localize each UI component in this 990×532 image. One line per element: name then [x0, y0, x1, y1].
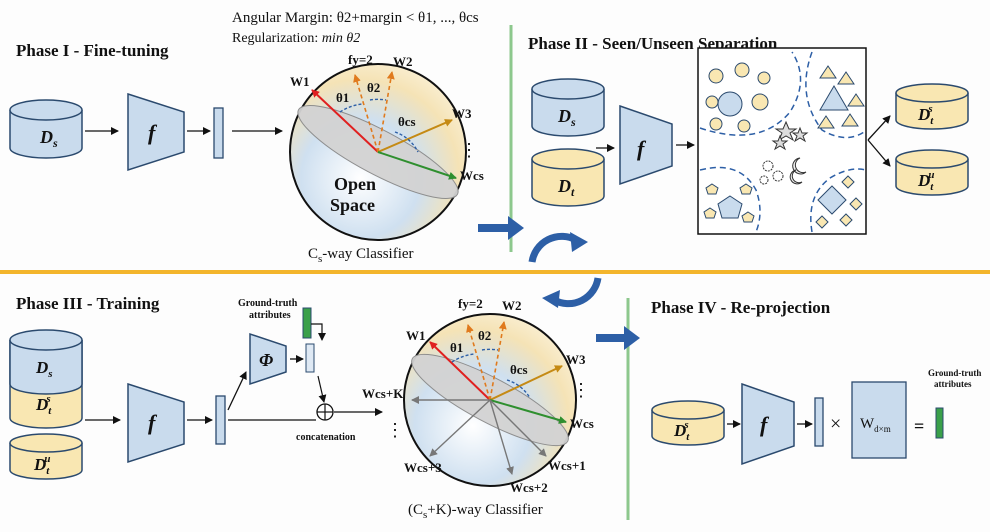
svg-text:⋮: ⋮ [386, 420, 404, 440]
svg-text:f: f [148, 120, 158, 145]
svg-text:θcs: θcs [510, 362, 528, 377]
svg-text:Wcs+3: Wcs+3 [404, 460, 442, 475]
dataset-dt-phase2: Dt [531, 148, 605, 207]
phase-1-title: Phase I - Fine-tuning [16, 41, 169, 60]
svg-text:attributes: attributes [249, 310, 291, 321]
svg-text:θ1: θ1 [336, 90, 349, 105]
svg-text:Wcs+K: Wcs+K [362, 386, 404, 401]
projected-vector-phase3 [305, 343, 315, 373]
equals-sign: = [914, 416, 924, 436]
caption-cs-classifier: Cs-way Classifier [308, 246, 414, 265]
svg-text:Dts: Dts [35, 393, 52, 417]
svg-text:Dts: Dts [917, 103, 934, 127]
svg-text:Dt: Dt [557, 176, 575, 199]
encoder-f-phase2: f [619, 104, 673, 186]
svg-text:⋮: ⋮ [460, 140, 478, 160]
gt-attributes-label-phase3: Ground-truth [238, 298, 298, 309]
svg-text:θcs: θcs [398, 114, 416, 129]
concat-operator [316, 403, 334, 421]
angular-margin-note: Angular Margin: θ2+margin < θ1, ..., θcs [232, 10, 479, 26]
gt-attribute-vector-phase3 [302, 307, 312, 339]
multiply-sign: × [830, 413, 841, 435]
svg-text:f: f [637, 136, 647, 161]
feature-space-clusters [697, 47, 867, 235]
phase-3-title: Phase III - Training [16, 294, 160, 313]
svg-text:Dts: Dts [673, 419, 690, 443]
feature-vector-phase3 [215, 395, 226, 445]
feature-vector-phase4 [814, 397, 824, 447]
dataset-ds-phase2: Ds [531, 78, 605, 137]
svg-text:Wcs+2: Wcs+2 [510, 480, 548, 495]
svg-text:W3: W3 [566, 352, 586, 367]
svg-text:θ1: θ1 [450, 340, 463, 355]
projection-matrix: Wd×m [851, 381, 907, 459]
encoder-phi: Φ [249, 332, 287, 386]
dataset-ds-phase1: Ds [9, 99, 83, 159]
svg-text:Space: Space [330, 195, 375, 215]
dataset-dtu-phase2: Dtu [895, 149, 969, 196]
cycle-arrows [528, 232, 602, 308]
svg-text:W3: W3 [452, 106, 472, 121]
regularization-note: Regularization: min θ2 [232, 31, 360, 46]
svg-text:Wcs: Wcs [570, 416, 594, 431]
svg-text:W2: W2 [393, 54, 413, 69]
svg-text:Ds: Ds [557, 106, 576, 129]
caption-cs-plus-k-classifier: (Cs+K)-way Classifier [408, 502, 543, 521]
svg-text:Φ: Φ [259, 350, 273, 370]
encoder-f-phase1: f [127, 92, 185, 172]
dataset-dts-phase2: Dts [895, 83, 969, 130]
svg-text:W2: W2 [502, 298, 522, 313]
gt-attribute-vector-phase4 [935, 407, 944, 439]
svg-text:fy=2: fy=2 [458, 296, 483, 311]
concatenation-label: concatenation [296, 432, 356, 443]
arrow-to-phase2 [478, 216, 524, 240]
svg-text:⋮: ⋮ [572, 380, 590, 400]
feature-vector-phase1 [213, 107, 224, 159]
svg-text:fy=2: fy=2 [348, 52, 373, 67]
svg-text:Ds: Ds [35, 358, 53, 380]
classifier-sphere-cs-plus-k: W1 W2 fy=2 θ1 θ2 θcs W3 Wcs Wcs+K Wcs+3 … [362, 296, 594, 495]
svg-text:W1: W1 [290, 74, 310, 89]
svg-text:f: f [148, 410, 158, 435]
svg-text:attributes: attributes [934, 379, 972, 389]
svg-text:Wcs+1: Wcs+1 [548, 458, 586, 473]
svg-text:W1: W1 [406, 328, 426, 343]
gt-attributes-label-phase4: Ground-truth [928, 368, 981, 378]
svg-text:Open: Open [334, 174, 376, 194]
encoder-f-phase4: f [741, 382, 795, 466]
svg-text:θ2: θ2 [478, 328, 491, 343]
dataset-stack-phase3: Ds Dts [9, 329, 83, 429]
svg-text:f: f [760, 412, 770, 437]
svg-text:Dtu: Dtu [33, 453, 50, 477]
arrow-to-phase4 [596, 326, 640, 350]
dataset-dts-phase4: Dts [651, 400, 725, 446]
dataset-dtu-phase3: Dtu [9, 433, 83, 480]
svg-text:Dtu: Dtu [917, 169, 934, 193]
svg-text:Ds: Ds [39, 127, 58, 150]
encoder-f-phase3: f [127, 382, 185, 464]
svg-text:θ2: θ2 [367, 80, 380, 95]
svg-text:Wcs: Wcs [460, 168, 484, 183]
classifier-sphere-cs: W1 W2 fy=2 θ1 θ2 θcs W3 Wcs ⋮ Open Space [289, 52, 484, 241]
svg-text:Wd×m: Wd×m [860, 416, 891, 434]
phase-4-title: Phase IV - Re-projection [651, 298, 831, 317]
